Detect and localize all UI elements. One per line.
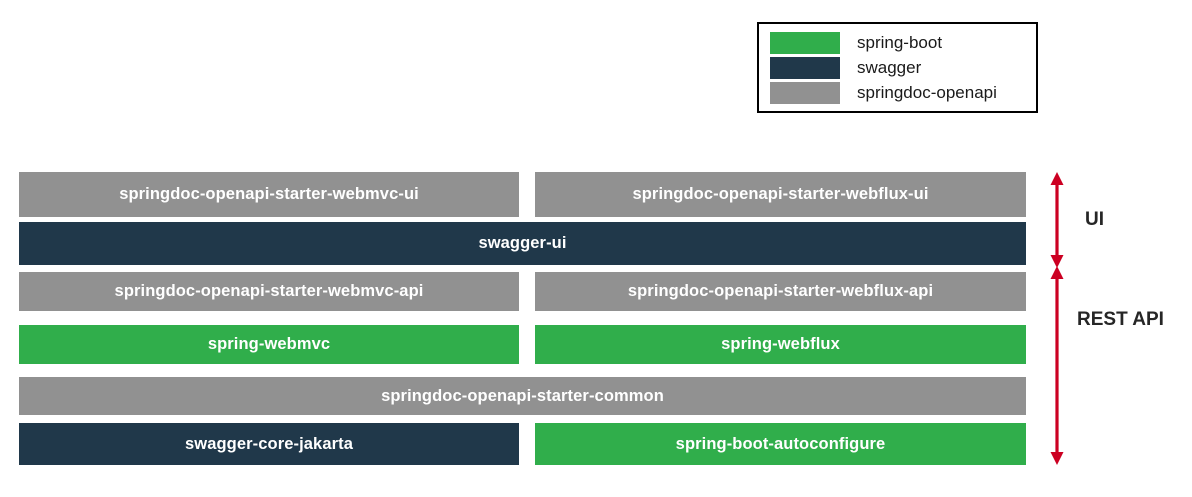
block-spring-webmvc: spring-webmvc [19, 325, 519, 364]
block-swagger-ui: swagger-ui [19, 222, 1026, 265]
legend-swatch-spring-boot [770, 31, 840, 54]
legend-item-spring-boot: spring-boot [770, 30, 1036, 55]
legend-box: spring-boot swagger springdoc-openapi [757, 22, 1038, 113]
legend-label-spring-boot: spring-boot [857, 33, 943, 52]
block-swagger-core-jakarta: swagger-core-jakarta [19, 423, 519, 465]
legend-swatch-springdoc-openapi [770, 81, 840, 104]
legend-item-springdoc-openapi: springdoc-openapi [770, 80, 1036, 105]
legend-item-swagger: swagger [770, 55, 1036, 80]
block-spring-boot-autoconfigure: spring-boot-autoconfigure [535, 423, 1026, 465]
block-spring-webflux: spring-webflux [535, 325, 1026, 364]
block-springdoc-openapi-starter-common: springdoc-openapi-starter-common [19, 377, 1026, 415]
block-springdoc-openapi-starter-webflux-api: springdoc-openapi-starter-webflux-api [535, 272, 1026, 311]
legend-label-swagger: swagger [857, 58, 922, 77]
double-arrow-icon-ui [1046, 172, 1068, 268]
double-arrow-icon-rest-api [1046, 266, 1068, 465]
legend-swatch-swagger [770, 56, 840, 79]
block-springdoc-openapi-starter-webmvc-ui: springdoc-openapi-starter-webmvc-ui [19, 172, 519, 217]
legend-label-springdoc-openapi: springdoc-openapi [857, 83, 997, 102]
bracket-label-rest-api: REST API [1077, 309, 1164, 330]
bracket-label-ui: UI [1085, 209, 1104, 230]
block-springdoc-openapi-starter-webmvc-api: springdoc-openapi-starter-webmvc-api [19, 272, 519, 311]
block-springdoc-openapi-starter-webflux-ui: springdoc-openapi-starter-webflux-ui [535, 172, 1026, 217]
